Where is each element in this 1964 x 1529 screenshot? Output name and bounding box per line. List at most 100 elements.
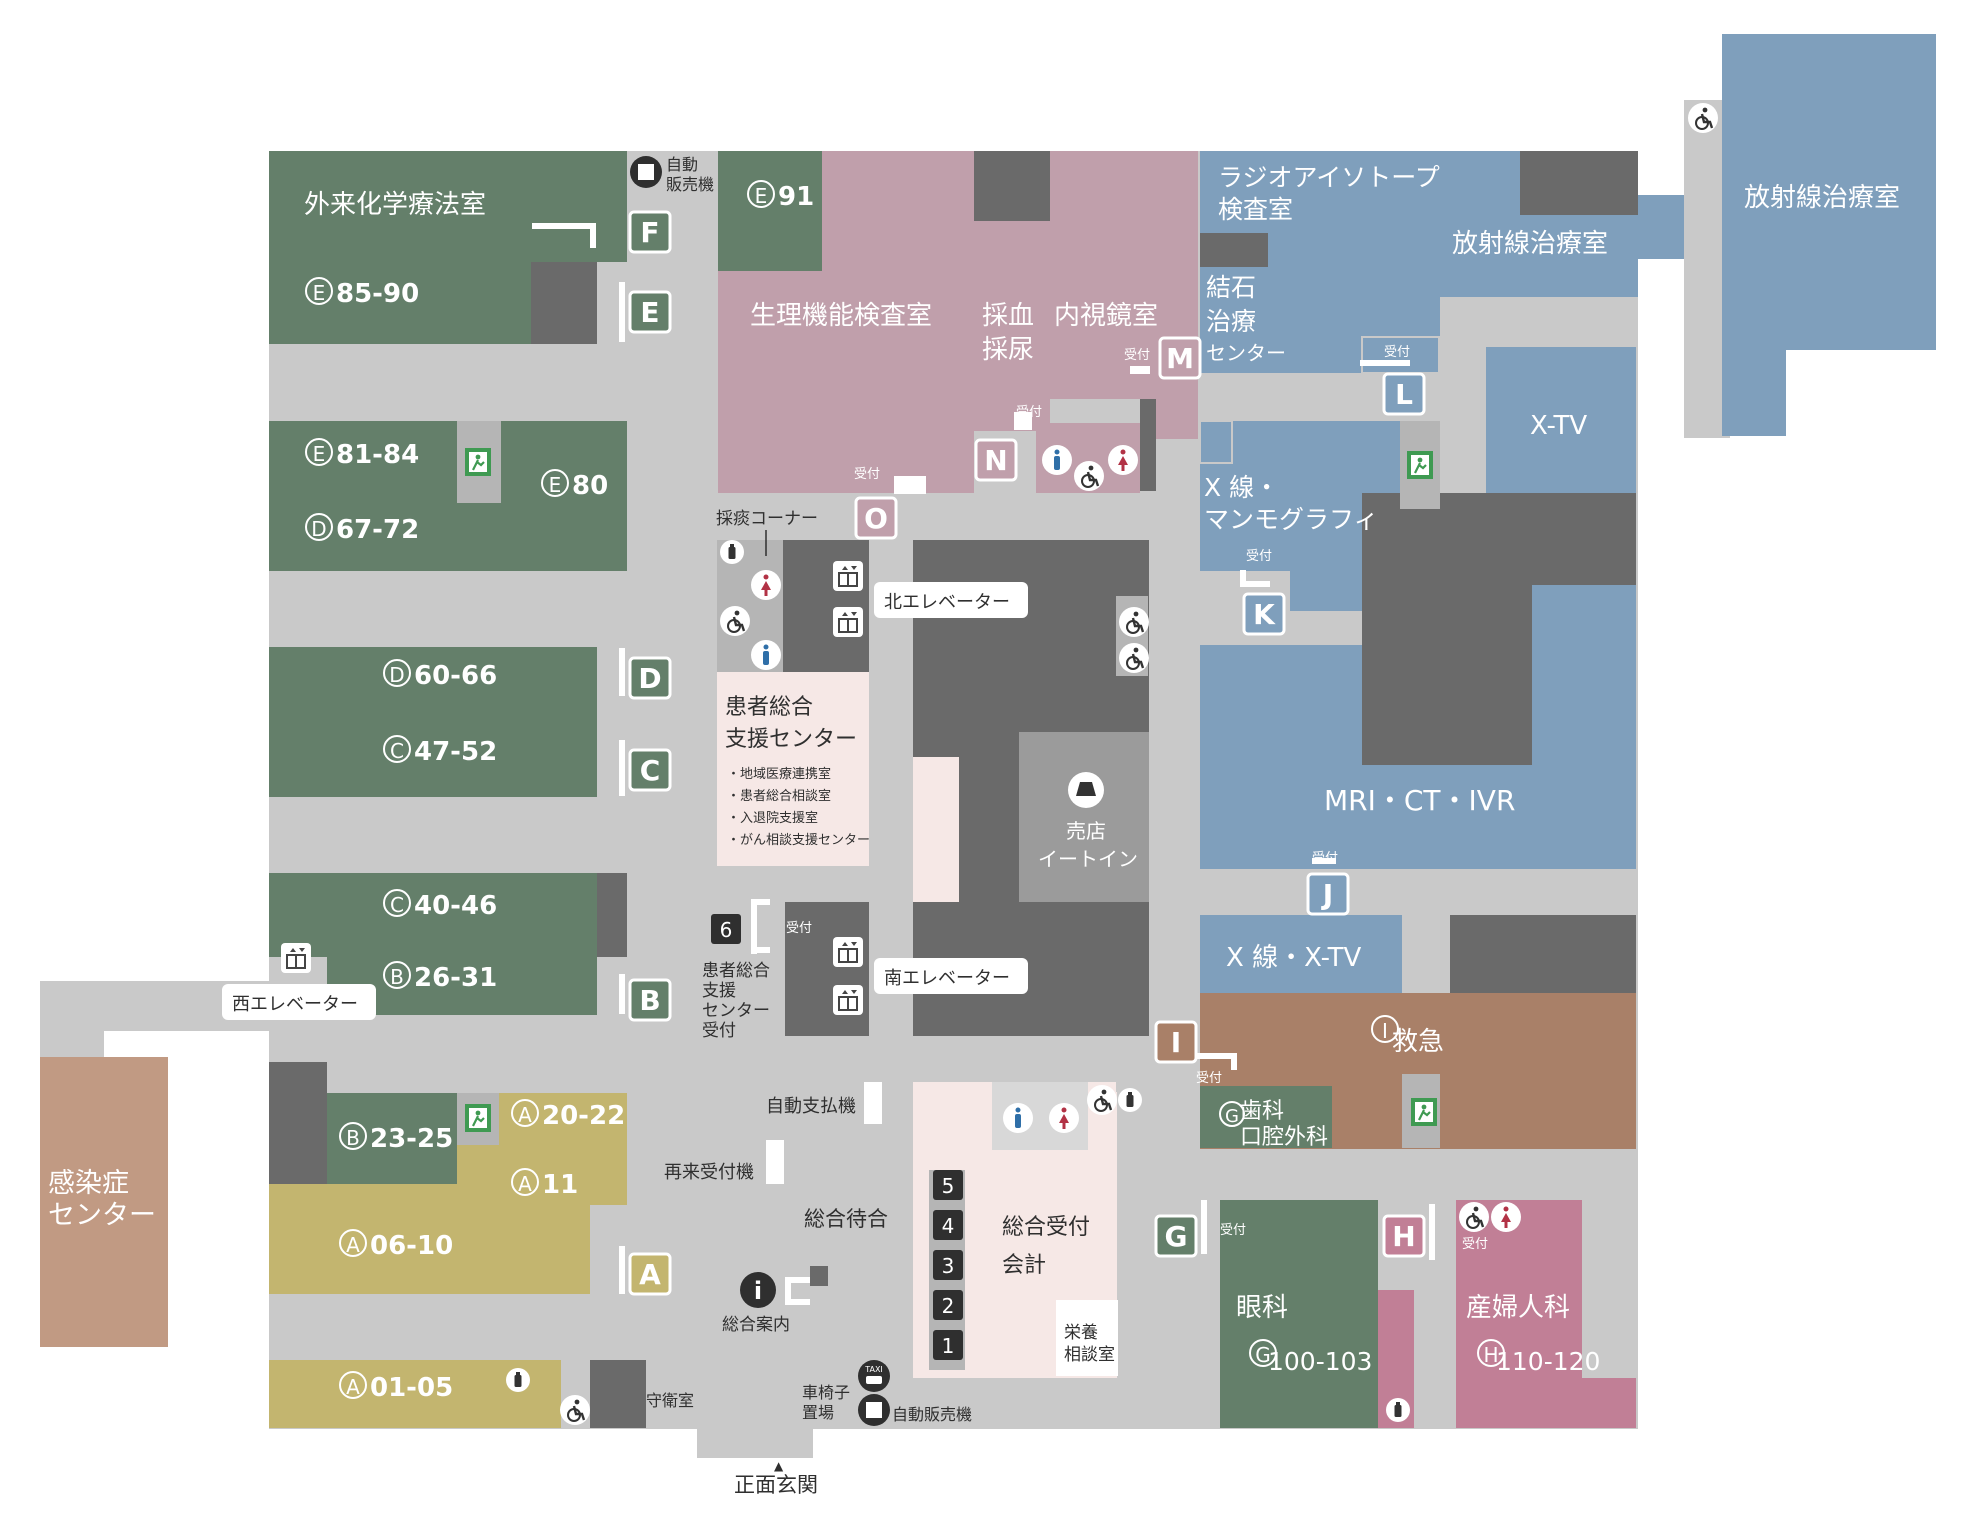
- block-marker-letter: M: [1166, 342, 1194, 375]
- block-marker-box: [628, 656, 672, 700]
- vending-machine-label: 自動販売機: [892, 1405, 972, 1424]
- mri-room-label: MRI・CT・IVR: [1324, 784, 1515, 817]
- vending-top-label-2: 販売機: [666, 175, 714, 194]
- wheelchair-toilet-icon: [718, 604, 752, 638]
- counter-window: 3: [933, 1250, 963, 1280]
- block-letter-badge: [511, 1099, 539, 1127]
- elevator-icon: [832, 936, 864, 968]
- main-reception-label: 総合受付: [1002, 1215, 1090, 1240]
- block-letter: D: [311, 517, 326, 541]
- reception-tag: 受付: [854, 467, 880, 482]
- taxi-label: TAXI: [864, 1365, 883, 1374]
- block-marker: B: [628, 978, 672, 1022]
- block-marker-letter: N: [984, 444, 1007, 477]
- xmammo-label-1: X 線・: [1204, 473, 1279, 502]
- reception-tag: 受付: [1124, 348, 1150, 363]
- bottle-icon: [1386, 1398, 1410, 1422]
- dental-label-2: 口腔外科: [1240, 1125, 1328, 1150]
- wheelchair-label-1: 車椅子: [802, 1383, 850, 1402]
- support-item-2: ・患者総合相談室: [727, 788, 831, 804]
- north-elevator-label: 北エレベーター: [884, 592, 1010, 613]
- block-marker-letter: A: [639, 1258, 661, 1291]
- support-reception-label-1: 患者総合: [702, 961, 770, 981]
- block-label: D 67-72: [305, 513, 419, 545]
- eye-room-label: 眼科: [1236, 1293, 1288, 1323]
- block-letter-badge: [1477, 1339, 1505, 1367]
- block-marker: L: [1382, 372, 1426, 416]
- block-letter: E: [313, 281, 326, 305]
- wheelchair-toilet-icon: [1117, 605, 1151, 639]
- pink-wing: [718, 151, 1198, 564]
- info-desk-label: 総合案内: [722, 1315, 790, 1335]
- blood-label-1: 採血: [982, 301, 1034, 331]
- block-marker: G: [1154, 1214, 1198, 1258]
- block-marker: C: [628, 748, 672, 792]
- shop-label-1: 売店: [1066, 819, 1106, 843]
- elevator-labels: 北エレベーター 南エレベーター 西エレベーター: [222, 582, 1028, 1020]
- emergency-room-label: 救急: [1392, 1027, 1444, 1057]
- block-marker-box: [1382, 1214, 1426, 1258]
- guard-room-label: 守衛室: [646, 1391, 694, 1410]
- counter-window-box: [933, 1290, 963, 1320]
- reception-tag: 受付: [1016, 405, 1042, 420]
- wheelchair-label-2: 置場: [802, 1403, 834, 1422]
- elevator-icon: [832, 606, 864, 638]
- counter-window-box: [933, 1170, 963, 1200]
- block-letter-badge: [339, 1371, 367, 1399]
- bottle-icon: [720, 540, 744, 564]
- block-marker: F: [628, 210, 672, 254]
- block-letter-badge: [305, 513, 333, 541]
- block-letter-badge: [511, 1168, 539, 1196]
- wheelchair-toilet-icon: [1085, 1083, 1119, 1117]
- block-label: H: [1477, 1339, 1505, 1367]
- wheelchair-toilet-icon: [1117, 641, 1151, 675]
- block-range: 11: [542, 1170, 578, 1200]
- accounting-label: 会計: [1002, 1253, 1046, 1278]
- nutrition-label-1: 栄養: [1064, 1323, 1098, 1343]
- male-toilet-icon: [1003, 1103, 1033, 1133]
- block-marker-box: [1154, 1020, 1198, 1064]
- reception-tag: 受付: [1312, 851, 1338, 866]
- block-marker-box: [1306, 872, 1350, 916]
- block-letter: I: [1382, 1019, 1388, 1043]
- info-icon: [740, 1272, 776, 1308]
- counter-window: 4: [933, 1210, 963, 1240]
- block-marker-box: [628, 748, 672, 792]
- blood-label-2: 採尿: [982, 335, 1034, 365]
- revisit-machine-label: 再来受付機: [664, 1162, 754, 1183]
- block-marker: A: [628, 1252, 672, 1296]
- stone-label-3: センター: [1206, 341, 1286, 365]
- block-marker: I: [1154, 1020, 1198, 1064]
- block-letter-badge: [339, 1229, 367, 1257]
- wheelchair-toilet-icon: [1686, 101, 1720, 135]
- chemo-room-label: 外来化学療法室: [304, 190, 486, 220]
- block-range: 85-90: [336, 279, 419, 309]
- block-marker-box: [974, 438, 1018, 482]
- support-reception-label-4: 受付: [702, 1021, 736, 1041]
- info-letter-icon: i: [754, 1277, 762, 1305]
- block-letter-badge: [541, 469, 569, 497]
- auto-payment-label: 自動支払機: [766, 1096, 856, 1117]
- window-six-label: 6: [720, 918, 733, 942]
- nutrition-label-2: 相談室: [1064, 1345, 1115, 1365]
- block-letter: A: [346, 1233, 360, 1257]
- block-marker-box: [628, 978, 672, 1022]
- vending-top-label-1: 自動: [666, 155, 698, 174]
- block-letter-badge: [383, 659, 411, 687]
- block-marker-box: [628, 210, 672, 254]
- block-marker: J: [1306, 872, 1350, 916]
- reception-tag: 受付: [1220, 1223, 1246, 1238]
- block-letter-badge: [383, 961, 411, 989]
- main-entrance-label: 正面玄関: [734, 1473, 818, 1497]
- block-range: 67-72: [336, 515, 419, 545]
- counter-window-number: 5: [942, 1174, 955, 1198]
- counter-window: 1: [933, 1330, 963, 1360]
- block-letter: C: [390, 893, 404, 917]
